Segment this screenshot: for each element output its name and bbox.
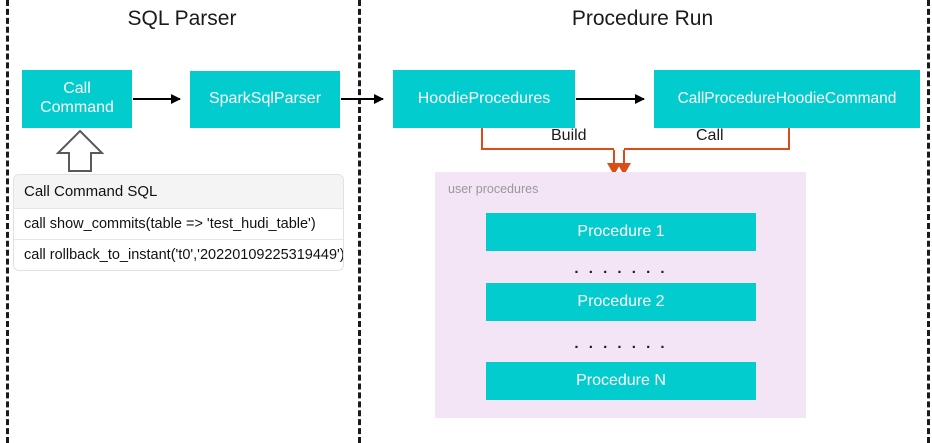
procedure-label: Procedure 2 <box>577 293 665 310</box>
connector-build-bracket <box>481 128 614 150</box>
user-procedures-label: user procedures <box>448 182 539 196</box>
connector-call-bracket <box>624 128 790 150</box>
connector-call-stem <box>623 150 625 164</box>
procedure-label: Procedure 1 <box>577 223 665 240</box>
arrow-right-icon-call-to-parser <box>133 94 181 104</box>
node-call-command-line1: Call <box>63 80 91 98</box>
call-command-sql-table: Call Command SQL call show_commits(table… <box>14 175 343 270</box>
ellipsis-separator: . . . . . . . <box>574 260 668 277</box>
procedure-box[interactable]: Procedure 1 <box>486 213 756 251</box>
procedure-box[interactable]: Procedure 2 <box>486 283 756 321</box>
node-call-command[interactable]: Call Command <box>22 70 132 128</box>
node-spark-sql-parser[interactable]: SparkSqlParser <box>190 71 340 128</box>
sql-table-row: call rollback_to_instant('t0','202201092… <box>24 247 343 263</box>
node-call-procedure-hoodie-command-label: CallProcedureHoodieCommand <box>677 89 897 107</box>
sql-table-header: Call Command SQL <box>14 175 343 209</box>
divider-left <box>6 0 9 443</box>
divider-right <box>927 0 930 443</box>
arrow-right-icon-procedures-to-command <box>576 94 645 104</box>
node-hoodie-procedures[interactable]: HoodieProcedures <box>393 70 575 128</box>
arrow-right-icon-parser-to-procedures <box>341 94 384 104</box>
node-call-command-line2: Command <box>40 99 114 116</box>
procedure-label: Procedure N <box>576 372 666 389</box>
divider-middle <box>358 0 361 443</box>
ellipsis-separator: . . . . . . . <box>574 335 668 352</box>
section-title-procedure-run: Procedure Run <box>571 7 714 30</box>
connector-build-stem <box>613 150 615 164</box>
node-call-command-label: Call Command <box>40 80 114 118</box>
arrow-up-outline-icon <box>55 129 105 172</box>
user-procedures-panel: user procedures Procedure 1 . . . . . . … <box>435 172 806 418</box>
section-title-sql-parser: SQL Parser <box>127 7 237 30</box>
sql-table-row: call show_commits(table => 'test_hudi_ta… <box>14 209 343 240</box>
node-hoodie-procedures-label: HoodieProcedures <box>417 89 551 107</box>
edge-label-build: Build <box>551 127 587 144</box>
edge-label-call: Call <box>696 127 724 144</box>
node-call-procedure-hoodie-command[interactable]: CallProcedureHoodieCommand <box>654 70 920 128</box>
procedure-box[interactable]: Procedure N <box>486 362 756 400</box>
node-spark-sql-parser-label: SparkSqlParser <box>208 90 322 108</box>
